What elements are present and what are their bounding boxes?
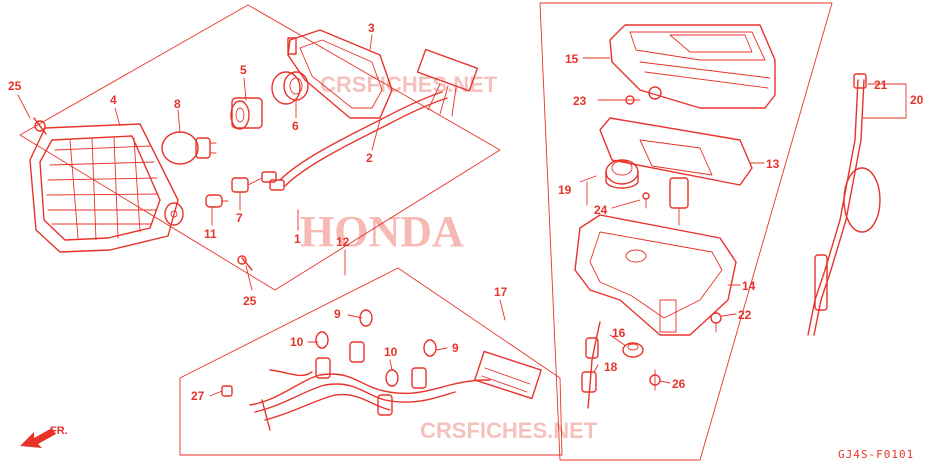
callout-4: 4 — [110, 93, 117, 107]
callout-3: 3 — [368, 21, 375, 35]
bulb-socket — [230, 97, 263, 130]
callout-27: 27 — [191, 389, 205, 403]
meter-case — [574, 214, 737, 336]
headlight-bulb — [161, 131, 217, 165]
site-watermark-bottom: CRSFICHES.NET — [420, 418, 598, 443]
callout-14: 14 — [742, 279, 756, 293]
harness-clamp — [221, 385, 233, 397]
position-lamp-socket — [231, 177, 263, 193]
callout-23: 23 — [573, 94, 587, 108]
callout-7: 7 — [236, 211, 243, 225]
callout-13: 13 — [766, 157, 780, 171]
front-label: FR. — [50, 425, 68, 437]
leader-lines — [17, 34, 907, 397]
meter-assembly — [599, 117, 753, 226]
meter-screw — [642, 192, 650, 209]
position-lamp-bulb — [205, 194, 229, 208]
callout-26: 26 — [672, 377, 686, 391]
callout-15: 15 — [565, 52, 579, 66]
headlight-case — [287, 29, 393, 119]
front-arrow-icon — [20, 428, 56, 448]
meter-socket — [605, 159, 639, 189]
headlight-unit — [29, 123, 184, 253]
callout-11: 11 — [204, 227, 217, 241]
meter-cover — [609, 24, 776, 109]
headlight-screw — [33, 117, 47, 135]
callout-22: 22 — [738, 308, 752, 322]
callout-6: 6 — [292, 119, 299, 133]
lower-screw — [237, 255, 253, 271]
dust-cover — [271, 71, 309, 105]
bolt-26 — [649, 369, 661, 391]
callout-12: 12 — [336, 235, 350, 249]
meter-wire-harness — [249, 341, 542, 431]
callout-1: 1 — [294, 232, 301, 246]
callout-10-left: 10 — [290, 335, 304, 349]
bolt-22 — [710, 312, 722, 333]
callout-24: 24 — [594, 203, 608, 217]
callout-5: 5 — [240, 63, 247, 77]
brand-watermark: HONDA — [300, 207, 464, 256]
callout-20: 20 — [910, 93, 924, 107]
meter-harness-frame — [179, 267, 563, 456]
site-watermark-top: CRSFICHES.NET — [320, 72, 498, 97]
callout-25-top: 25 — [8, 79, 22, 93]
callout-8: 8 — [174, 97, 181, 111]
callout-labels: 25 4 8 5 6 3 2 7 11 1 12 25 9 10 10 9 17… — [8, 21, 924, 403]
callout-19: 19 — [558, 183, 572, 197]
callout-16: 16 — [612, 326, 626, 340]
meter-group-frame — [539, 2, 833, 461]
callout-18: 18 — [604, 360, 618, 374]
callout-10-right: 10 — [384, 345, 398, 359]
callout-9-right: 9 — [452, 341, 459, 355]
diagram-code: GJ4S-F0101 — [838, 448, 914, 461]
speedometer-cable — [807, 73, 881, 336]
grommet — [622, 342, 644, 358]
callout-9-left: 9 — [334, 307, 341, 321]
callout-21: 21 — [874, 78, 888, 92]
indicator-bulb-wire — [581, 321, 601, 409]
callout-25-bottom: 25 — [243, 294, 257, 308]
callout-2: 2 — [366, 151, 373, 165]
front-direction-indicator: FR. — [20, 425, 68, 448]
callout-17: 17 — [494, 285, 508, 299]
headlight-group-frame — [19, 4, 501, 291]
